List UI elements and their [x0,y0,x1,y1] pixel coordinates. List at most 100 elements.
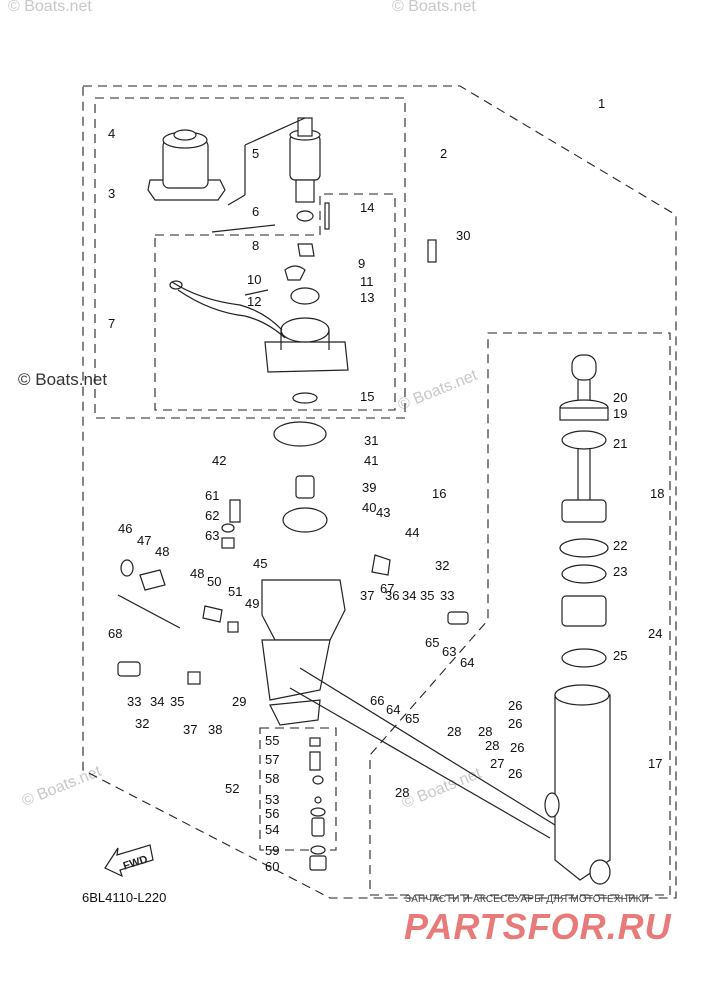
callout-14: 14 [360,200,374,215]
oring-22 [559,538,609,558]
callout-1: 1 [598,96,605,111]
piston-18 [561,499,607,523]
motor-assembly [147,117,437,404]
callout-3: 3 [108,186,115,201]
callout-16: 16 [432,486,446,501]
part-10 [284,265,306,281]
callout-2: 2 [440,146,447,161]
callout-34: 34 [150,694,164,709]
callout-50: 50 [207,574,221,589]
callout-35: 35 [170,694,184,709]
callout-30: 30 [456,228,470,243]
callout-41: 41 [364,453,378,468]
callout-31: 31 [364,433,378,448]
ball-57 [312,775,324,785]
callout-27: 27 [490,756,504,771]
callout-7: 7 [108,316,115,331]
callout-63: 63 [442,644,456,659]
callout-65: 65 [405,711,419,726]
callout-18: 18 [650,486,664,501]
rod-lower [289,687,551,839]
rods-and-lines [117,224,556,839]
outline-51 [259,727,337,851]
callout-49: 49 [245,596,259,611]
callout-15: 15 [360,389,374,404]
seal-21 [561,430,607,450]
callout-37: 37 [360,588,374,603]
callout-33: 33 [440,588,454,603]
callout-25: 25 [613,648,627,663]
callout-37: 37 [183,722,197,737]
callout-9: 9 [358,256,365,271]
bolt-30 [427,239,437,263]
callout-45: 45 [253,556,267,571]
callout-57: 57 [265,752,279,767]
callout-39: 39 [362,480,376,495]
callout-33: 33 [127,694,141,709]
callout-24: 24 [648,626,662,641]
callout-28: 28 [395,785,409,800]
callout-56: 56 [265,806,279,821]
callout-20: 20 [613,390,627,405]
callout-48: 48 [155,544,169,559]
part-50 [227,621,239,633]
plug-53 [311,817,325,837]
callout-44: 44 [405,525,419,540]
callout-54: 54 [265,822,279,837]
callout-48: 48 [190,566,204,581]
rod-upper [299,667,556,826]
bolt-67 [117,594,181,629]
callout-12: 12 [247,294,261,309]
pump-base-7 [264,341,349,373]
valve-38 [295,475,315,499]
callout-26: 26 [508,698,522,713]
callout-32: 32 [435,558,449,573]
plug-33-right [447,611,469,625]
motor-shaft-gear [295,179,315,203]
manifold-body [261,579,346,641]
assembly-outlines [82,85,677,899]
callout-23: 23 [613,564,627,579]
callout-68: 68 [108,626,122,641]
watermark-boats-left: © Boats.net [18,370,108,389]
callout-28: 28 [485,738,499,753]
callout-64: 64 [460,655,474,670]
outline-7 [154,193,396,411]
callout-19: 19 [613,406,627,421]
oring-45 [120,559,134,577]
watermark-tagline: ЗАПЧАСТИ И АКСЕССУАРЫ ДЛЯ МОТОТЕХНИКИ [405,894,650,905]
spring-56 [309,751,321,771]
callout-28: 28 [478,724,492,739]
callout-22: 22 [613,538,627,553]
plug-33-left [117,661,141,677]
callout-29: 29 [232,694,246,709]
ball-52 [314,796,322,804]
outline-2 [94,97,406,419]
piston-rod [577,448,591,500]
callout-26: 26 [508,766,522,781]
oring-25 [561,648,607,668]
callout-58: 58 [265,771,279,786]
fitting-66 [371,554,391,576]
part-54 [309,737,321,747]
bolt-14 [324,202,330,230]
callout-28: 28 [447,724,461,739]
callout-35: 35 [420,588,434,603]
callout-17: 17 [648,756,662,771]
callout-26: 26 [508,716,522,731]
spring-60 [229,499,241,523]
washer-61 [221,523,235,533]
callout-64: 64 [386,702,400,717]
callout-55: 55 [265,733,279,748]
callout-53: 53 [265,792,279,807]
diagram-code: 6BL4110-L220 [82,890,167,905]
callout-11: 11 [360,274,374,289]
piston-rod-eye [571,354,597,381]
part-29 [269,699,321,726]
wire-harness [169,117,306,339]
valve-46 [139,569,166,591]
callout-47: 47 [137,533,151,548]
manifold-assembly [117,421,469,871]
callout-34: 34 [402,588,416,603]
